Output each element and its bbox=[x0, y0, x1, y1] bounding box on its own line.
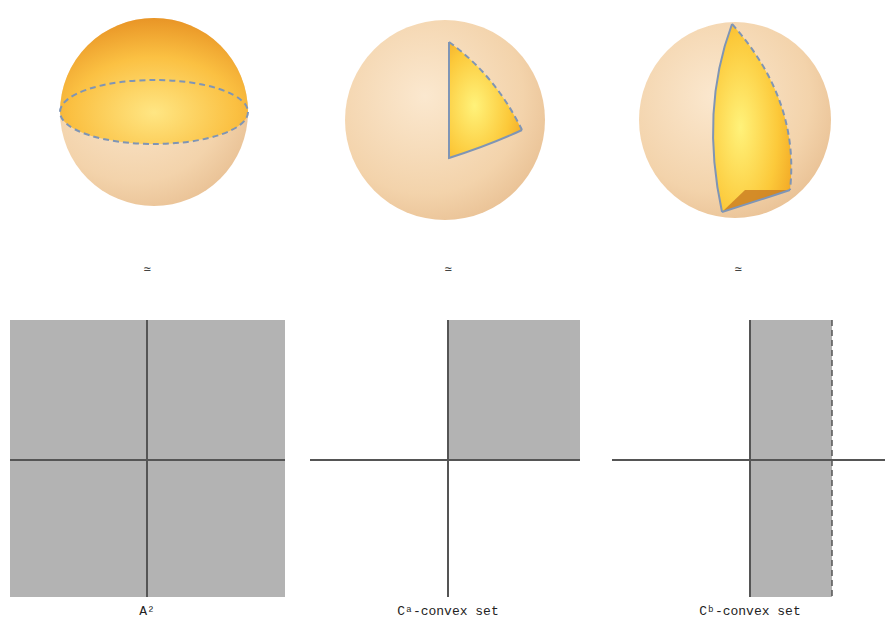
equivalence-sign: ≃ bbox=[734, 262, 741, 278]
sphere-hemisphere bbox=[60, 18, 248, 206]
panel-caption: Cᵇ-convex set bbox=[699, 604, 800, 620]
quadrant-panel bbox=[310, 320, 580, 597]
equivalence-sign: ≃ bbox=[143, 262, 150, 278]
equivalence-sign: ≃ bbox=[444, 262, 451, 278]
strip-panel bbox=[612, 320, 885, 597]
plane-panel bbox=[10, 320, 285, 597]
panel-caption: A² bbox=[139, 604, 155, 620]
sphere-lune bbox=[639, 22, 831, 218]
sphere-quadrant bbox=[345, 20, 545, 220]
panel-caption: Cᵃ-convex set bbox=[397, 604, 498, 620]
